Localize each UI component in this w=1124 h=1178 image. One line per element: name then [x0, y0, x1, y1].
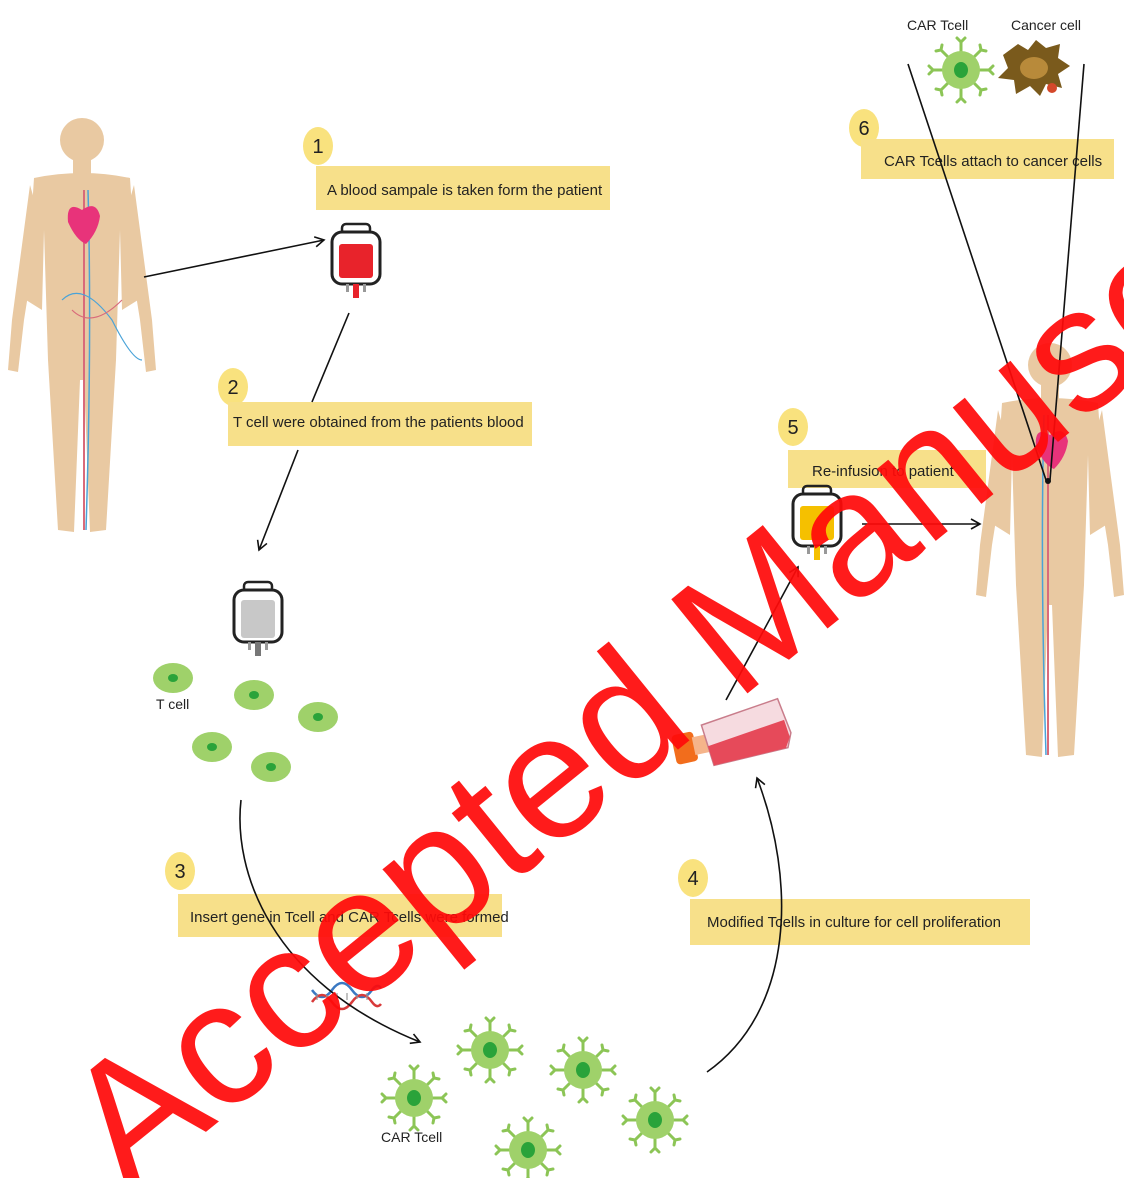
step-6: 6 CAR Tcells attach to cancer cells	[849, 109, 1114, 179]
t-cell-icon	[153, 663, 193, 693]
cancer-cell-label: Cancer cell	[1011, 17, 1081, 33]
step-4-text: Modified Tcells in culture for cell prol…	[707, 914, 1001, 931]
step-2-number: 2	[227, 377, 238, 399]
t-cell-icon	[251, 752, 291, 782]
step-5-number: 5	[787, 417, 798, 439]
cell-bag-icon	[234, 582, 282, 656]
blood-bag-icon	[332, 224, 380, 298]
car-t-cell-top-label: CAR Tcell	[907, 17, 968, 33]
step-2-text: T cell were obtained from the patients b…	[233, 414, 524, 431]
patient-body-left-icon	[8, 118, 156, 532]
arrow-2b	[259, 450, 298, 550]
car-t-cells-group	[382, 1018, 687, 1178]
t-cell-icon	[192, 732, 232, 762]
car-t-cell-icon	[496, 1118, 560, 1178]
step-2: 2 T cell were obtained from the patients…	[218, 368, 532, 446]
t-cell-icon	[298, 702, 338, 732]
step-1-number: 1	[312, 136, 323, 158]
car-t-cell-top-icon	[929, 38, 993, 102]
step-1-text: A blood sampale is taken form the patien…	[327, 182, 603, 199]
arrow-2a	[312, 313, 349, 402]
car-t-cell-icon	[623, 1088, 687, 1152]
car-t-cell-icon	[551, 1038, 615, 1102]
step-4-number: 4	[687, 868, 698, 890]
car-t-cell-icon	[382, 1066, 446, 1130]
car-t-cell-icon	[458, 1018, 522, 1082]
t-cell-icon	[234, 680, 274, 710]
step-6-number: 6	[858, 118, 869, 140]
step-6-text: CAR Tcells attach to cancer cells	[884, 153, 1102, 170]
t-cells-group	[153, 663, 338, 782]
t-cell-label: T cell	[156, 696, 189, 712]
step-3-number: 3	[174, 861, 185, 883]
car-t-cell-label: CAR Tcell	[381, 1129, 442, 1145]
arrow-1	[144, 240, 324, 277]
step-1: 1 A blood sampale is taken form the pati…	[303, 127, 610, 210]
cancer-cell-icon	[998, 40, 1070, 96]
step-4: 4 Modified Tcells in culture for cell pr…	[678, 859, 1030, 945]
